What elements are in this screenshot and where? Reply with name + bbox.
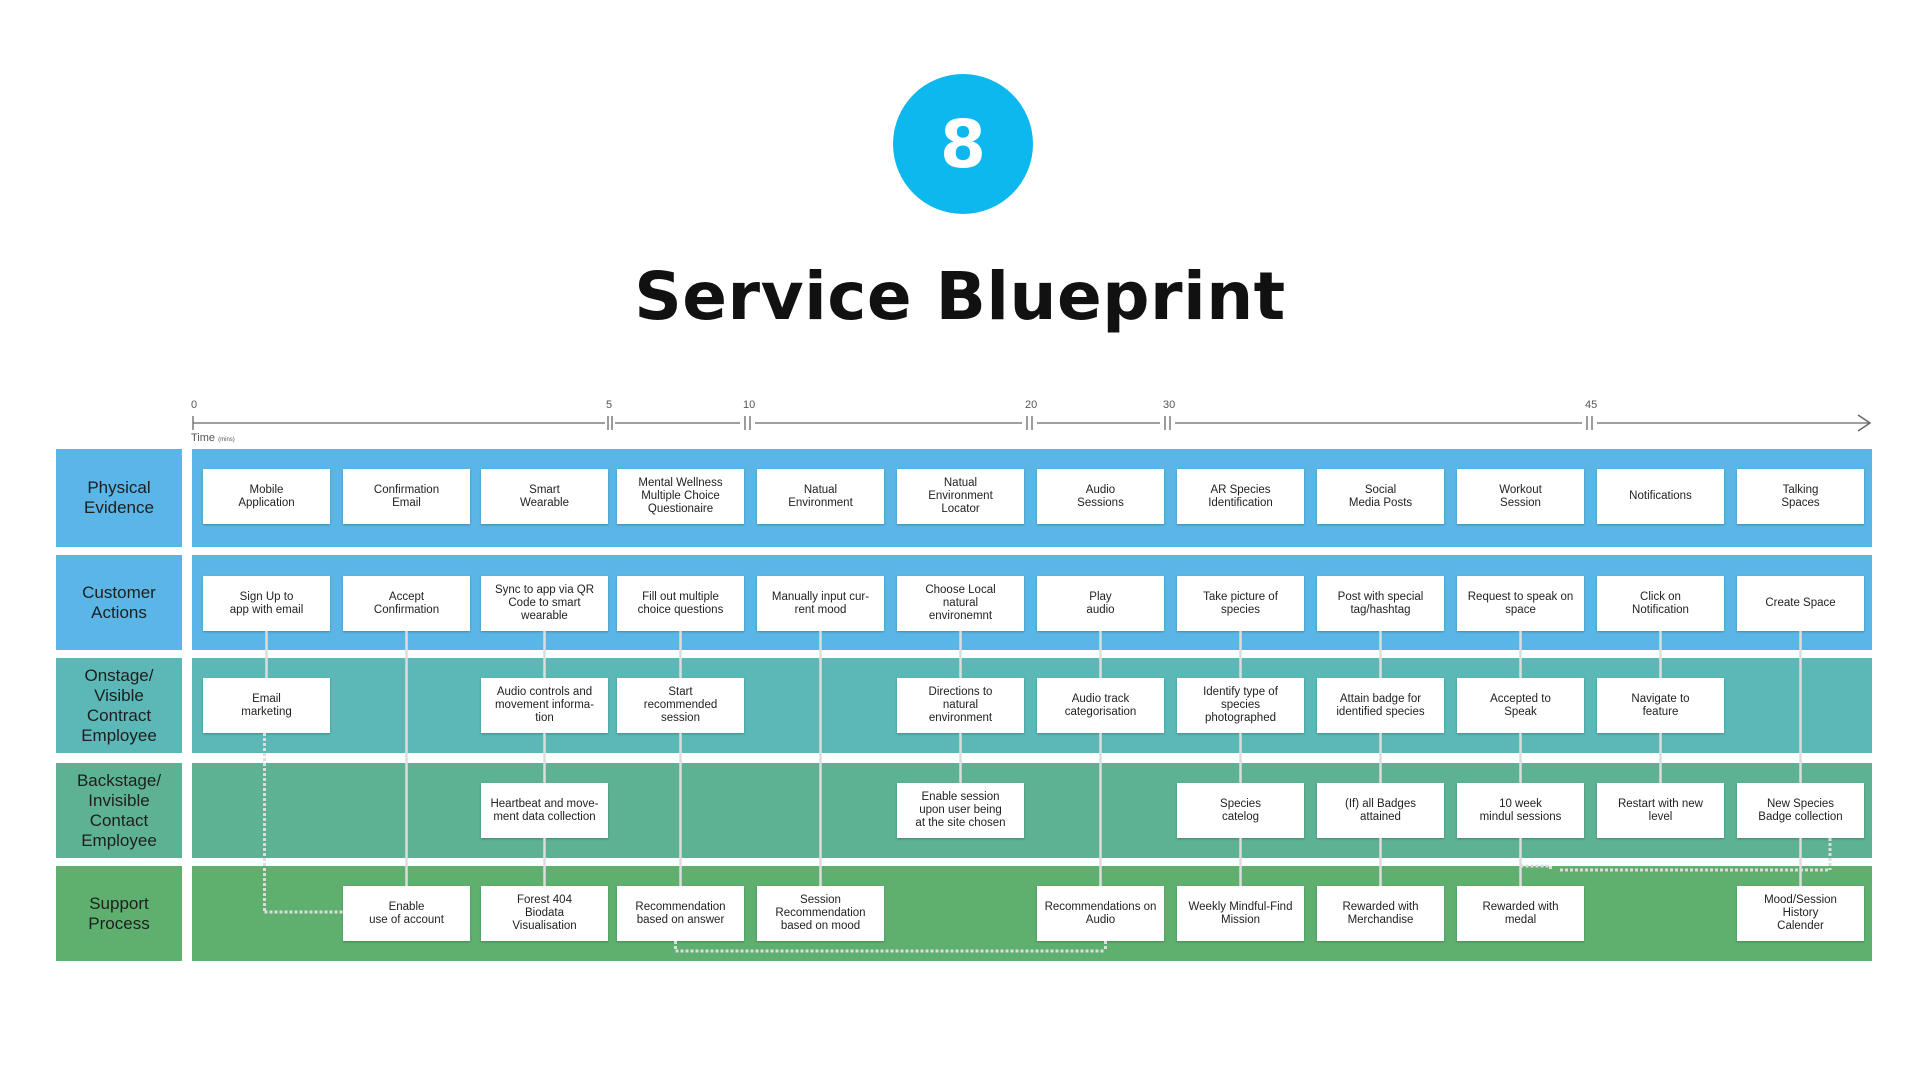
physical-evidence-card: Workout Session — [1457, 469, 1584, 524]
onstage-card: Audio controls and movement informa- tio… — [481, 678, 608, 733]
onstage-card: Identify type of species photographed — [1177, 678, 1304, 733]
timeline-tick-label: 0 — [191, 399, 198, 411]
row-label: Physical Evidence — [56, 449, 182, 547]
row-label: Support Process — [56, 866, 182, 961]
onstage-card: Start recommended session — [617, 678, 744, 733]
onstage-card: Email marketing — [203, 678, 330, 733]
backstage-card: New Species Badge collection — [1737, 783, 1864, 838]
step-number-badge: 8 — [893, 74, 1033, 214]
backstage-card: 10 week mindul sessions — [1457, 783, 1584, 838]
row-label: Backstage/ Invisible Contact Employee — [56, 763, 182, 858]
customer-action-card: Play audio — [1037, 576, 1164, 631]
physical-evidence-card: Natual Environment — [757, 469, 884, 524]
support-process-card: Recommendations on Audio — [1037, 886, 1164, 941]
customer-action-card: Choose Local natural environemnt — [897, 576, 1024, 631]
swimlane-band — [192, 449, 1872, 547]
support-process-card: Weekly Mindful-Find Mission — [1177, 886, 1304, 941]
customer-action-card: Post with special tag/hashtag — [1317, 576, 1444, 631]
support-process-card: Rewarded with medal — [1457, 886, 1584, 941]
customer-action-card: Accept Confirmation — [343, 576, 470, 631]
backstage-card: (If) all Badges attained — [1317, 783, 1444, 838]
onstage-card: Navigate to feature — [1597, 678, 1724, 733]
customer-action-card: Manually input cur- rent mood — [757, 576, 884, 631]
timeline-tick-label: 5 — [606, 399, 613, 411]
backstage-card: Restart with new level — [1597, 783, 1724, 838]
onstage-card: Accepted to Speak — [1457, 678, 1584, 733]
timeline-tick-label: 45 — [1585, 399, 1598, 411]
swimlane-band — [192, 555, 1872, 650]
onstage-card: Audio track categorisation — [1037, 678, 1164, 733]
customer-action-card: Request to speak on space — [1457, 576, 1584, 631]
backstage-card: Species catelog — [1177, 783, 1304, 838]
physical-evidence-card: Natual Environment Locator — [897, 469, 1024, 524]
customer-action-card: Take picture of species — [1177, 576, 1304, 631]
physical-evidence-card: Audio Sessions — [1037, 469, 1164, 524]
physical-evidence-card: AR Species Identification — [1177, 469, 1304, 524]
physical-evidence-card: Mental Wellness Multiple Choice Question… — [617, 469, 744, 524]
support-process-card: Rewarded with Merchandise — [1317, 886, 1444, 941]
backstage-card: Enable session upon user being at the si… — [897, 783, 1024, 838]
support-process-card: Mood/Session History Calender — [1737, 886, 1864, 941]
physical-evidence-card: Social Media Posts — [1317, 469, 1444, 524]
support-process-card: Recommendation based on answer — [617, 886, 744, 941]
timeline-tick-label: 10 — [743, 399, 756, 411]
physical-evidence-card: Smart Wearable — [481, 469, 608, 524]
physical-evidence-card: Mobile Application — [203, 469, 330, 524]
support-process-card: Enable use of account — [343, 886, 470, 941]
time-axis-label: Time (mins) — [191, 432, 235, 444]
customer-action-card: Click on Notification — [1597, 576, 1724, 631]
onstage-card: Directions to natural environment — [897, 678, 1024, 733]
customer-action-card: Create Space — [1737, 576, 1864, 631]
swimlane-band — [192, 763, 1872, 858]
backstage-card: Heartbeat and move- ment data collection — [481, 783, 608, 838]
page-title: Service Blueprint — [634, 258, 1286, 335]
row-label: Onstage/ Visible Contract Employee — [56, 658, 182, 753]
row-label: Customer Actions — [56, 555, 182, 650]
swimlane-band — [192, 866, 1872, 961]
support-process-card: Forest 404 Biodata Visualisation — [481, 886, 608, 941]
customer-action-card: Sign Up to app with email — [203, 576, 330, 631]
timeline-tick-label: 20 — [1025, 399, 1038, 411]
physical-evidence-card: Talking Spaces — [1737, 469, 1864, 524]
timeline-tick-label: 30 — [1163, 399, 1176, 411]
swimlane-band — [192, 658, 1872, 753]
support-process-card: Session Recommendation based on mood — [757, 886, 884, 941]
customer-action-card: Fill out multiple choice questions — [617, 576, 744, 631]
physical-evidence-card: Notifications — [1597, 469, 1724, 524]
onstage-card: Attain badge for identified species — [1317, 678, 1444, 733]
timeline-arrowhead — [1857, 414, 1872, 432]
customer-action-card: Sync to app via QR Code to smart wearabl… — [481, 576, 608, 631]
physical-evidence-card: Confirmation Email — [343, 469, 470, 524]
